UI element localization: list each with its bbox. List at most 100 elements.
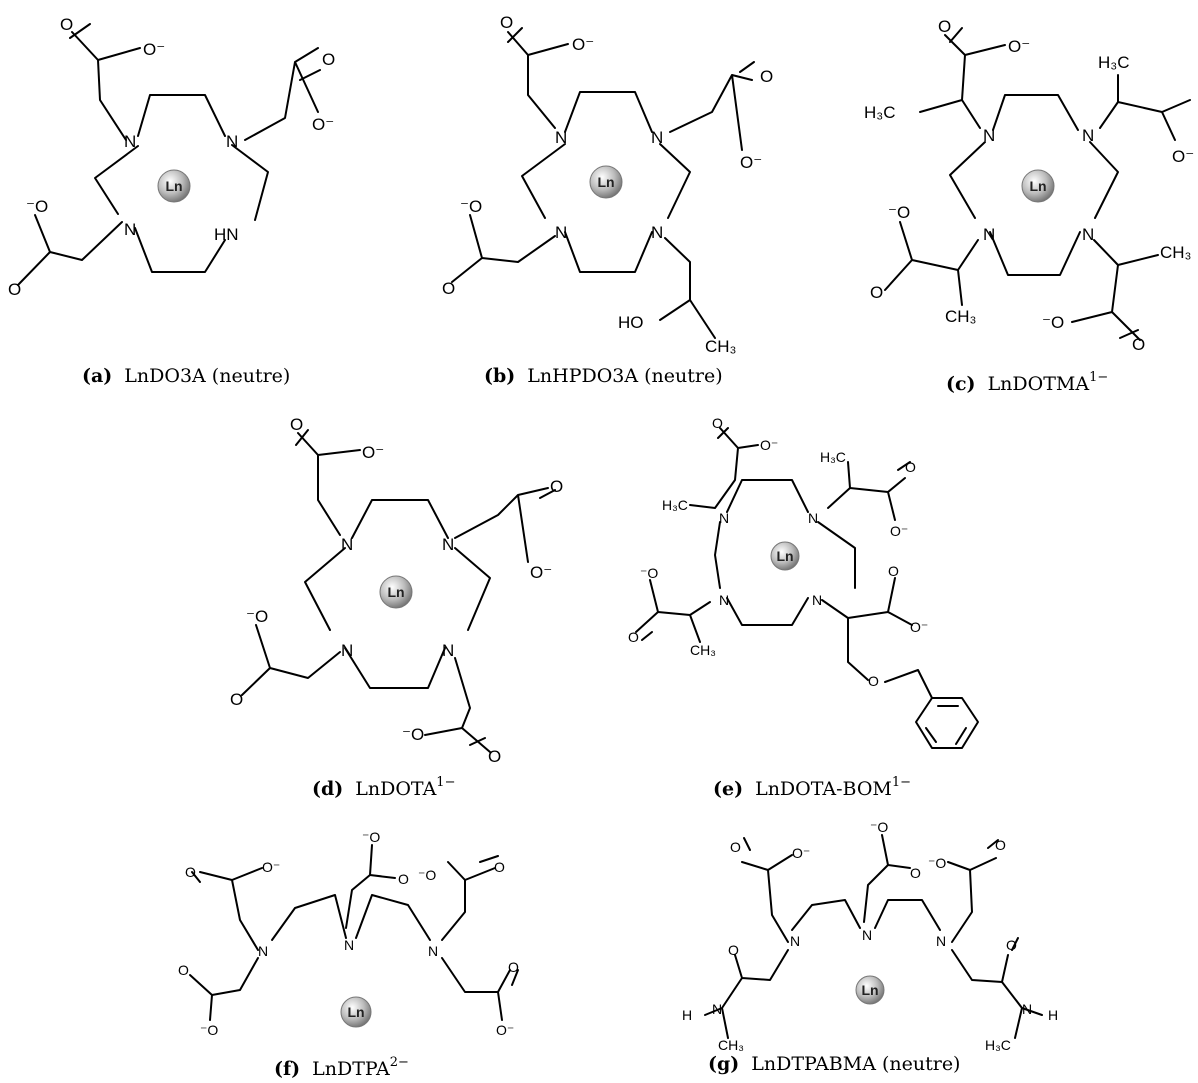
atom-label: N	[124, 132, 136, 151]
atom-label: O	[322, 50, 335, 69]
atom-label: O⁻	[792, 845, 810, 861]
atom-label: CH₃	[705, 337, 736, 356]
atom-label: HN	[214, 225, 239, 244]
caption-name: LnDOTA-BOM	[755, 778, 892, 800]
atom-label: CH₃	[945, 307, 976, 326]
ln-ion-label: Ln	[387, 584, 404, 600]
structure-g: N N N O O⁻ ⁻O O ⁻O O O O N H CH₃ N H H₃C…	[682, 819, 1058, 1053]
atom-label: N	[442, 641, 454, 660]
caption-tag: (c)	[946, 373, 976, 395]
benzene-ring-icon	[915, 697, 979, 749]
caption-name: LnDO3A (neutre)	[124, 365, 290, 387]
caption-f: (f)LnDTPA2−	[274, 1055, 409, 1080]
atom-label: O	[730, 839, 741, 855]
caption-name: LnDTPA	[312, 1058, 390, 1080]
atom-label: O	[230, 690, 243, 709]
atom-label: ⁻O	[26, 197, 48, 216]
atom-label: H	[682, 1007, 692, 1023]
structure-c: N N N N O O⁻ H₃C H₃C O⁻ ⁻O O CH₃ CH₃ ⁻O …	[864, 17, 1194, 354]
caption-c: (c) LnDOTMA1−	[946, 370, 1108, 395]
atom-label: O	[870, 283, 883, 302]
atom-label: O	[398, 871, 409, 887]
atom-label: ⁻O	[928, 855, 946, 871]
atom-label: N	[808, 510, 818, 526]
caption-charge: 2−	[390, 1055, 409, 1070]
atom-label: O	[550, 477, 563, 496]
caption-name: LnHPDO3A (neutre)	[527, 365, 722, 387]
atom-label: H₃C	[662, 497, 688, 513]
ln-ion-label: Ln	[347, 1004, 364, 1020]
atom-label: O	[868, 673, 879, 689]
atom-label: O⁻	[496, 1022, 514, 1038]
atom-label: ⁻O	[888, 203, 910, 222]
caption-name: LnDTPABMA (neutre)	[751, 1053, 960, 1075]
atom-label: ⁻O	[640, 565, 658, 581]
atom-label: O⁻	[262, 859, 280, 875]
atom-label: H	[1048, 1007, 1058, 1023]
atom-label: O	[442, 279, 455, 298]
atom-label: ⁻O	[362, 829, 380, 845]
ln-ion-icon	[1021, 169, 1055, 203]
ln-ion-label: Ln	[776, 548, 793, 564]
ln-ion-icon	[379, 575, 413, 609]
ln-ion-label: Ln	[1029, 178, 1046, 194]
caption-tag: (d)	[312, 778, 343, 800]
atom-label: N	[651, 128, 663, 147]
ln-ion-icon	[589, 165, 623, 199]
structure-d: N N N N O O⁻ O O⁻ ⁻O O ⁻O O Ln	[230, 415, 563, 766]
atom-label: N	[812, 592, 822, 608]
structure-a: N N N HN O O⁻ O O⁻ ⁻O O Ln	[8, 15, 335, 299]
atom-label: ⁻O	[246, 607, 268, 626]
ln-ion-icon	[855, 975, 885, 1005]
atom-label: N	[555, 223, 567, 242]
caption-charge: 1−	[1089, 370, 1108, 385]
caption-name: LnDOTA	[355, 778, 436, 800]
atom-label: N	[124, 220, 136, 239]
atom-label: O	[500, 13, 513, 32]
atom-label: O	[712, 415, 723, 431]
atom-label: N	[790, 933, 800, 949]
atom-label: O	[938, 17, 951, 36]
atom-label: O⁻	[143, 40, 165, 59]
atom-label: N	[258, 943, 268, 959]
atom-label: O	[1006, 937, 1017, 953]
atom-label: N	[428, 943, 438, 959]
caption-a: (a)LnDO3A (neutre)	[82, 365, 290, 387]
structure-f: N N N O O⁻ ⁻O O ⁻O O O ⁻O O O⁻ Ln	[178, 829, 519, 1038]
atom-label: N	[712, 1001, 722, 1017]
atom-label: ⁻O	[1042, 313, 1064, 332]
atom-label: O⁻	[1008, 37, 1030, 56]
atom-label: N	[1082, 126, 1094, 145]
atom-label: O⁻	[910, 619, 928, 635]
caption-name: LnDOTMA	[988, 373, 1090, 395]
atom-label: O	[508, 959, 519, 975]
atom-label: O	[8, 280, 21, 299]
atom-label: N	[442, 535, 454, 554]
atom-label: O⁻	[1172, 147, 1194, 166]
caption-tag: (e)	[713, 778, 743, 800]
atom-label: N	[555, 128, 567, 147]
caption-e: (e)LnDOTA-BOM1−	[713, 775, 911, 800]
caption-g: (g) LnDTPABMA (neutre)	[708, 1053, 960, 1075]
atom-label: H₃C	[1098, 53, 1129, 72]
atom-label: O	[290, 415, 303, 434]
atom-label: O	[905, 459, 916, 475]
atom-label: H₃C	[864, 103, 895, 122]
atom-label: H₃C	[985, 1037, 1011, 1053]
caption-tag: (g)	[708, 1053, 739, 1075]
atom-label: O⁻	[760, 437, 778, 453]
atom-label: N	[341, 641, 353, 660]
atom-label: O	[728, 942, 739, 958]
atom-label: O	[628, 629, 639, 645]
atom-label: H₃C	[820, 449, 846, 465]
ln-ion-icon	[770, 541, 800, 571]
atom-label: N	[341, 535, 353, 554]
atom-label: O	[178, 962, 189, 978]
atom-label: O	[185, 864, 196, 880]
atom-label: O	[888, 563, 899, 579]
atom-label: HO	[618, 313, 644, 332]
atom-label: ⁻O	[200, 1022, 218, 1038]
caption-charge: 1−	[436, 775, 455, 790]
atom-label: O⁻	[530, 563, 552, 582]
structure-b: N N N N O O⁻ O O⁻ ⁻O O HO CH₃ Ln	[442, 13, 773, 356]
